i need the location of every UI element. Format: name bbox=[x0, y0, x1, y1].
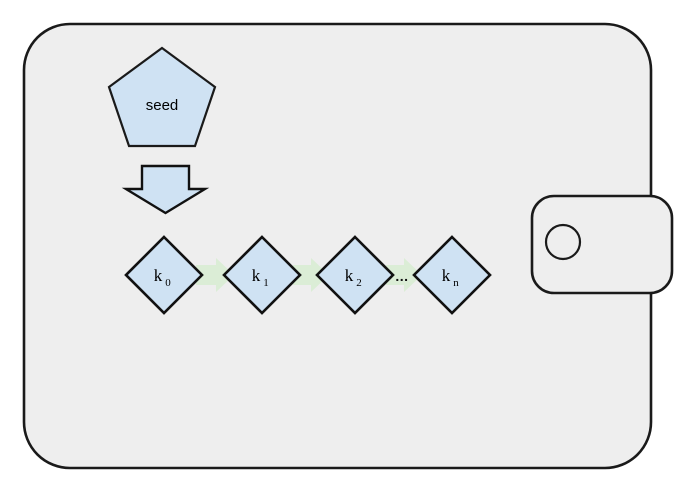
derivation-arrow-down bbox=[121, 164, 210, 215]
chain-node-k2-subscript: 2 bbox=[356, 277, 362, 289]
chain-node-k0-subscript: 0 bbox=[165, 277, 171, 289]
chain-node-k1-subscript: 1 bbox=[263, 277, 269, 289]
seed-pentagon bbox=[107, 46, 217, 148]
key-fob-tab bbox=[530, 194, 674, 295]
chain-node-k0 bbox=[124, 235, 204, 315]
chain-node-k0-label: k bbox=[154, 266, 163, 285]
chain-node-kn-subscript: n bbox=[453, 277, 459, 289]
chain-node-k1 bbox=[222, 235, 302, 315]
seed-label: seed bbox=[146, 97, 179, 114]
chain-node-k1-label: k bbox=[252, 266, 261, 285]
arrow-k0-k1 bbox=[196, 258, 234, 292]
arrow-k2-kn bbox=[386, 258, 422, 292]
chain-node-k2-label: k bbox=[345, 266, 354, 285]
chain-node-kn bbox=[412, 235, 492, 315]
key-ring-hole bbox=[544, 223, 582, 261]
chain-ellipsis: ... bbox=[395, 268, 408, 284]
chain-node-k2 bbox=[315, 235, 395, 315]
arrow-k1-k2 bbox=[293, 258, 329, 292]
chain-node-kn-label: k bbox=[442, 266, 451, 285]
